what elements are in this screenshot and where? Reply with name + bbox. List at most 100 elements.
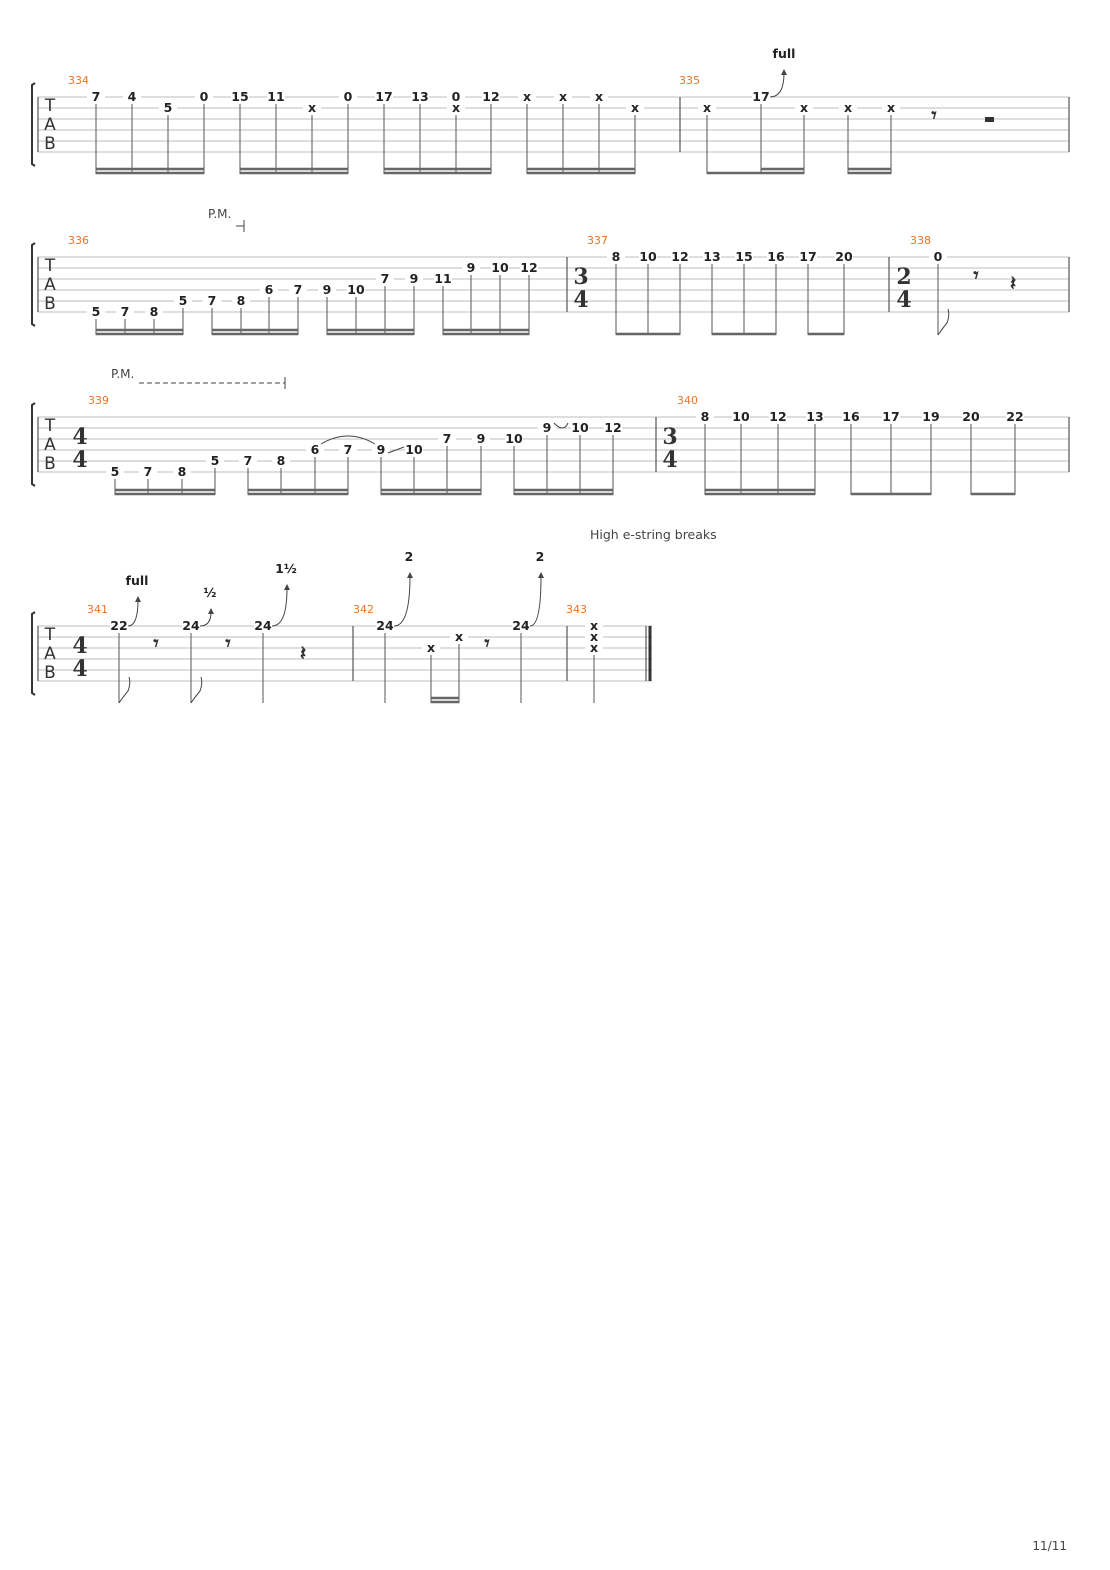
measure-number: 340 (677, 394, 698, 407)
tab-clef-letter: A (44, 644, 56, 664)
note-knockout (339, 91, 357, 104)
dead-note: x (455, 629, 463, 644)
fret-number: 10 (491, 260, 509, 275)
note-knockout (882, 411, 900, 424)
note-knockout (735, 251, 753, 264)
note-knockout (447, 91, 465, 104)
note-knockout (339, 444, 357, 457)
fret-number: 11 (434, 271, 451, 286)
note-knockout (232, 295, 250, 308)
note-knockout (87, 306, 105, 319)
system-bracket (31, 82, 36, 167)
note-knockout (703, 251, 721, 264)
tab-clef-letter: B (44, 134, 56, 154)
time-signature-bottom: 4 (72, 656, 87, 682)
dead-note: x (452, 100, 460, 115)
note-knockout (145, 306, 163, 319)
fret-number: 15 (735, 249, 752, 264)
fret-number: 11 (267, 89, 284, 104)
eighth-flag (118, 676, 131, 704)
note-knockout (639, 251, 657, 264)
palm-mute-label: P.M. (208, 207, 231, 221)
fret-number: 7 (381, 271, 390, 286)
fret-number: 9 (467, 260, 476, 275)
note-knockout (203, 295, 221, 308)
bend-amount: full (126, 573, 149, 588)
dead-note: x (590, 640, 598, 655)
fret-number: 9 (377, 442, 386, 457)
measure-number: 338 (910, 234, 931, 247)
measure-number: 343 (566, 603, 587, 616)
dead-note: x (844, 100, 852, 115)
note-knockout (520, 262, 538, 275)
note-knockout (604, 422, 622, 435)
fret-number: 13 (806, 409, 823, 424)
rest: 𝄾 (931, 103, 937, 127)
fret-number: 24 (254, 618, 272, 633)
note-knockout (182, 620, 200, 633)
fret-number: 17 (799, 249, 816, 264)
dead-note: x (800, 100, 808, 115)
rest: 𝄾 (153, 631, 159, 655)
half-rest (985, 117, 994, 122)
dead-note: x (590, 618, 598, 633)
page-number: 11/11 (1032, 1539, 1067, 1553)
fret-number: 10 (405, 442, 423, 457)
fret-number: 24 (376, 618, 394, 633)
note-knockout (139, 466, 157, 479)
note-knockout (116, 306, 134, 319)
fret-number: 10 (732, 409, 750, 424)
fret-number: 5 (92, 304, 101, 319)
dead-note: x (887, 100, 895, 115)
time-signature-top: 3 (662, 424, 677, 450)
note-knockout (462, 262, 480, 275)
note-knockout (110, 620, 128, 633)
note-knockout (173, 466, 191, 479)
fret-number: 17 (375, 89, 392, 104)
note-knockout (206, 455, 224, 468)
note-knockout (505, 433, 523, 446)
note-knockout (106, 466, 124, 479)
bend-curve (199, 611, 212, 627)
fret-number: 8 (612, 249, 621, 264)
note-knockout (732, 411, 750, 424)
fret-number: 10 (639, 249, 657, 264)
note-knockout (882, 102, 900, 115)
note-knockout (696, 411, 714, 424)
note-knockout (239, 455, 257, 468)
tab-clef-letter: T (44, 625, 56, 645)
bend-arrowhead (135, 596, 141, 602)
fret-number: 10 (571, 420, 589, 435)
bend-curve (271, 587, 288, 627)
note-knockout (806, 411, 824, 424)
fret-number: 10 (505, 431, 523, 446)
note-knockout (839, 102, 857, 115)
dead-note: x (559, 89, 567, 104)
bend-arrowhead (407, 572, 413, 578)
time-signature-bottom: 4 (896, 287, 911, 313)
note-knockout (376, 273, 394, 286)
fret-number: 20 (835, 249, 853, 264)
fret-number: 0 (934, 249, 943, 264)
measure-number: 336 (68, 234, 89, 247)
note-knockout (438, 433, 456, 446)
fret-number: 12 (671, 249, 688, 264)
tab-clef-letter: T (44, 416, 56, 436)
tab-clef-letter: B (44, 294, 56, 314)
fret-number: 12 (520, 260, 537, 275)
dead-note: x (427, 640, 435, 655)
note-knockout (472, 433, 490, 446)
fret-number: 19 (922, 409, 939, 424)
time-signature-top: 4 (72, 633, 87, 659)
note-knockout (411, 91, 429, 104)
measure-number: 342 (353, 603, 374, 616)
note-knockout (318, 284, 336, 297)
tab-clef-letter: T (44, 96, 56, 116)
note-knockout (491, 262, 509, 275)
fret-number: 7 (294, 282, 303, 297)
note-knockout (422, 642, 440, 655)
dead-note: x (523, 89, 531, 104)
note-knockout (585, 642, 603, 655)
fret-number: 8 (150, 304, 159, 319)
note-knockout (698, 102, 716, 115)
